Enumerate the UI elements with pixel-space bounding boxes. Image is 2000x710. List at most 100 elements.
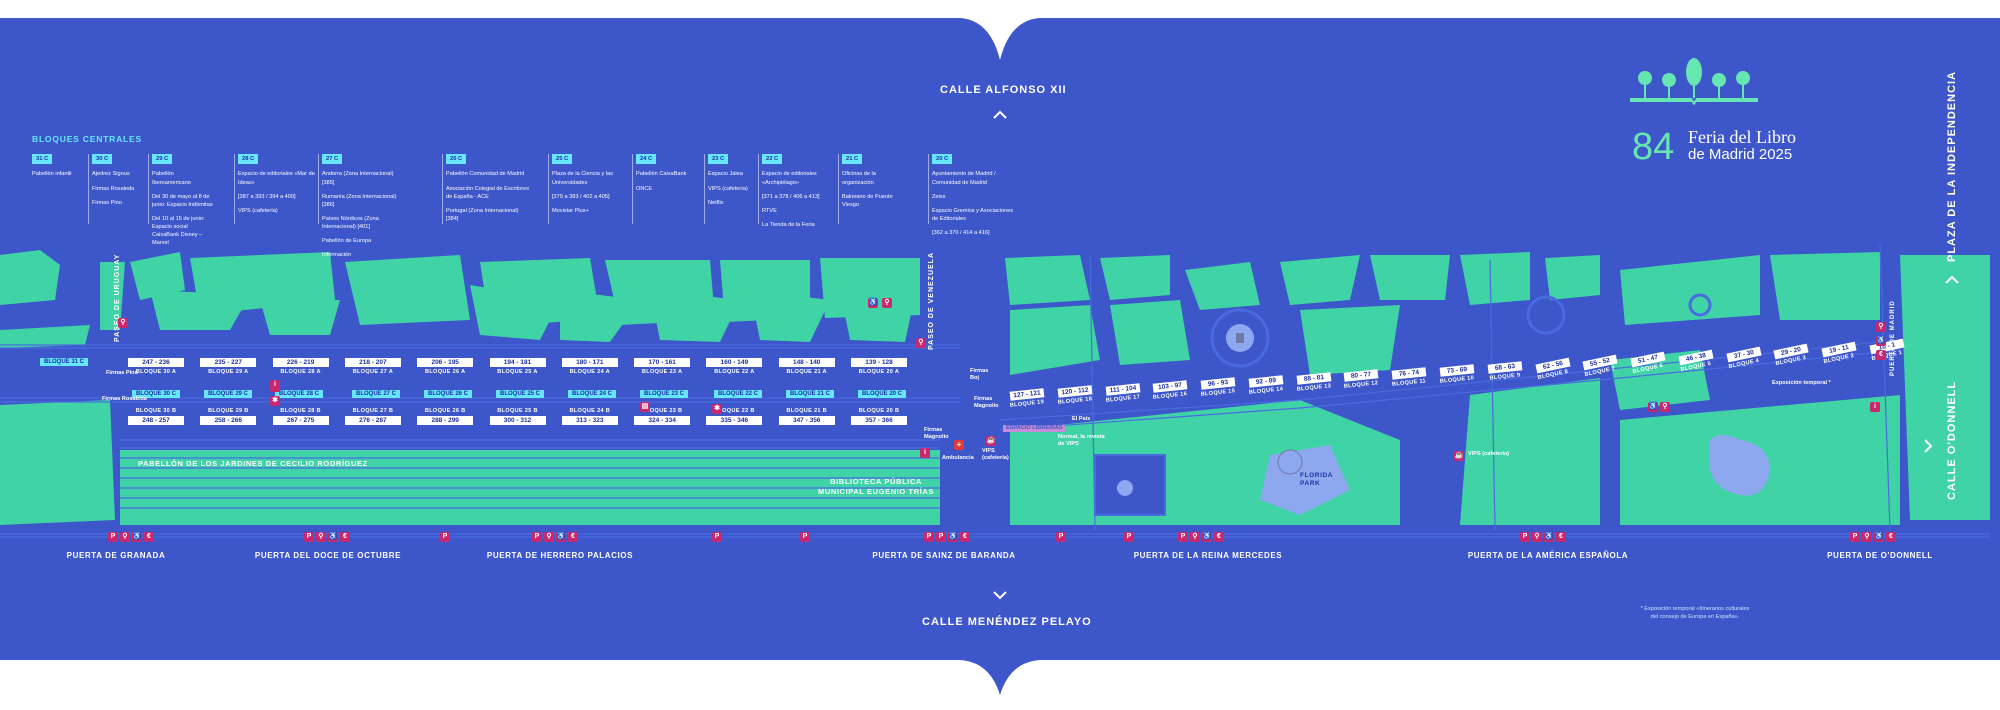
parking-icon[interactable]: P xyxy=(304,532,314,542)
bloque-c-tag[interactable]: BLOQUE 31 C xyxy=(40,358,89,366)
stand-range-top[interactable]: 226 - 219 xyxy=(272,358,329,367)
parking-icon[interactable]: P xyxy=(712,532,722,542)
bloque-c-tag[interactable]: BLOQUE 21 C xyxy=(786,390,835,398)
stand-range-top[interactable]: 235 - 227 xyxy=(200,358,257,367)
stand-range-bottom[interactable]: 288 - 299 xyxy=(417,416,474,425)
wc-icon[interactable]: ⚲ xyxy=(544,532,554,542)
info-icon[interactable]: i xyxy=(270,380,280,390)
atm-icon[interactable]: € xyxy=(1886,532,1896,542)
logo-subtitle: de Madrid 2025 xyxy=(1688,146,1793,163)
cafe-icon[interactable]: ☕ xyxy=(1454,451,1464,461)
book-icon[interactable]: ▤ xyxy=(640,402,650,412)
paseo-uruguay-label: PASEO DE URUGUAY xyxy=(114,253,121,342)
normal-revista-label: Normal, la revista de VIPS xyxy=(1058,434,1105,448)
stand-range-top[interactable]: 170 - 161 xyxy=(634,358,691,367)
atm-icon[interactable]: € xyxy=(1214,532,1224,542)
accessible-icon[interactable]: ♿ xyxy=(132,532,142,542)
parking-icon[interactable]: P xyxy=(532,532,542,542)
info-icon[interactable]: i xyxy=(1870,402,1880,412)
parking-icon[interactable]: P xyxy=(440,532,450,542)
atm-icon[interactable]: € xyxy=(568,532,578,542)
stand-range-top[interactable]: 194 - 181 xyxy=(489,358,546,367)
stand-range-bottom[interactable]: 347 - 356 xyxy=(778,416,835,425)
wc-icon[interactable]: ⚲ xyxy=(118,318,128,328)
stand-range-top[interactable]: 206 - 195 xyxy=(417,358,474,367)
parking-icon[interactable]: P xyxy=(1520,532,1530,542)
accessible-icon[interactable]: ♿ xyxy=(868,298,878,308)
wc-icon[interactable]: ⚲ xyxy=(316,532,326,542)
wc-icon[interactable]: ⚲ xyxy=(1862,532,1872,542)
column-separator xyxy=(442,154,443,224)
parking-icon[interactable]: P xyxy=(936,532,946,542)
stand-range-bottom[interactable]: 258 - 266 xyxy=(200,416,257,425)
bloque-c-tag[interactable]: BLOQUE 24 C xyxy=(568,390,617,398)
stand-range-bottom[interactable]: 276 - 287 xyxy=(344,416,401,425)
wc-icon[interactable]: ⚲ xyxy=(120,532,130,542)
parking-icon[interactable]: P xyxy=(108,532,118,542)
parking-icon[interactable]: P xyxy=(1124,532,1134,542)
stand-bloque-bottom: BLOQUE 25 B xyxy=(497,408,538,414)
pabellon-cecilio-label: PABELLÓN DE LOS JARDINES DE CECILIO RODR… xyxy=(138,459,368,468)
bloque-item: Rumanía (Zona Internacional) [386] xyxy=(322,193,397,208)
star-icon[interactable]: ✱ xyxy=(270,396,280,406)
bloque-c-tag[interactable]: BLOQUE 26 C xyxy=(424,390,473,398)
bloque-badge: 21 C xyxy=(842,154,863,165)
bloque-c-tag[interactable]: BLOQUE 28 C xyxy=(275,390,324,398)
wc-icon[interactable]: ⚲ xyxy=(1190,532,1200,542)
ambulance-icon[interactable]: + xyxy=(954,440,964,450)
wc-icon[interactable]: ⚲ xyxy=(916,338,926,348)
wc-icon[interactable]: ⚲ xyxy=(882,298,892,308)
stand-bloque-top: BLOQUE 24 A xyxy=(569,369,610,375)
accessible-icon[interactable]: ♿ xyxy=(948,532,958,542)
accessible-icon[interactable]: ♿ xyxy=(1648,402,1658,412)
bloque-c-tag[interactable]: BLOQUE 22 C xyxy=(714,390,763,398)
accessible-icon[interactable]: ♿ xyxy=(1202,532,1212,542)
bloque-c-tag[interactable]: BLOQUE 30 C xyxy=(132,390,181,398)
cafe-icon[interactable]: ☕ xyxy=(986,436,996,446)
stand-range-bottom[interactable]: 313 - 323 xyxy=(561,416,618,425)
bloque-item: Espacio Gremios y Asociaciones de Editor… xyxy=(932,207,1014,222)
star-icon[interactable]: ✱ xyxy=(712,404,722,414)
accessible-icon[interactable]: ♿ xyxy=(1876,336,1886,346)
stand-range-top[interactable]: 218 - 207 xyxy=(344,358,401,367)
stand-range-top[interactable]: 180 - 171 xyxy=(561,358,618,367)
accessible-icon[interactable]: ♿ xyxy=(328,532,338,542)
atm-icon[interactable]: € xyxy=(340,532,350,542)
atm-icon[interactable]: € xyxy=(1876,350,1886,360)
bloque-c-tag[interactable]: BLOQUE 27 C xyxy=(352,390,401,398)
info-icon[interactable]: i xyxy=(920,448,930,458)
parking-icon[interactable]: P xyxy=(924,532,934,542)
bloque-c-tag[interactable]: BLOQUE 23 C xyxy=(640,390,689,398)
parking-icon[interactable]: P xyxy=(1850,532,1860,542)
bloque-badge: 20 C xyxy=(932,154,953,165)
stand-range-bottom[interactable]: 248 - 257 xyxy=(128,416,184,425)
parking-icon[interactable]: P xyxy=(800,532,810,542)
atm-icon[interactable]: € xyxy=(1556,532,1566,542)
atm-icon[interactable]: € xyxy=(960,532,970,542)
stand-range-bottom[interactable]: 335 - 346 xyxy=(706,416,763,425)
parking-icon[interactable]: P xyxy=(1056,532,1066,542)
wc-icon[interactable]: ⚲ xyxy=(1660,402,1670,412)
bloque-c-tag[interactable]: BLOQUE 25 C xyxy=(496,390,545,398)
stand-range-top[interactable]: 160 - 149 xyxy=(706,358,763,367)
stand-range-bottom[interactable]: 300 - 312 xyxy=(489,416,546,425)
wc-icon[interactable]: ⚲ xyxy=(1876,322,1886,332)
accessible-icon[interactable]: ♿ xyxy=(1874,532,1884,542)
stand-range-top[interactable]: 139 - 128 xyxy=(851,358,907,367)
wc-icon[interactable]: ⚲ xyxy=(1532,532,1542,542)
stand-range-bottom[interactable]: 357 - 366 xyxy=(851,416,907,425)
bloque-c-tag[interactable]: BLOQUE 29 C xyxy=(204,390,253,398)
biblioteca-label: BIBLIOTECA PÚBLICA MUNICIPAL EUGENIO TRÍ… xyxy=(817,477,935,496)
parking-icon[interactable]: P xyxy=(1178,532,1188,542)
accessible-icon[interactable]: ♿ xyxy=(1544,532,1554,542)
stand-range-bottom[interactable]: 324 - 334 xyxy=(634,416,691,425)
atm-icon[interactable]: € xyxy=(144,532,154,542)
bloque-badge: 29 C xyxy=(152,154,173,165)
logo-title: Feria del Libro xyxy=(1688,127,1796,147)
accessible-icon[interactable]: ♿ xyxy=(556,532,566,542)
stand-range-top[interactable]: 247 - 236 xyxy=(128,358,184,367)
stand-range-top[interactable]: 148 - 140 xyxy=(778,358,835,367)
bloque-c-tag[interactable]: BLOQUE 20 C xyxy=(858,390,907,398)
stand-range-bottom[interactable]: 267 - 275 xyxy=(272,416,329,425)
